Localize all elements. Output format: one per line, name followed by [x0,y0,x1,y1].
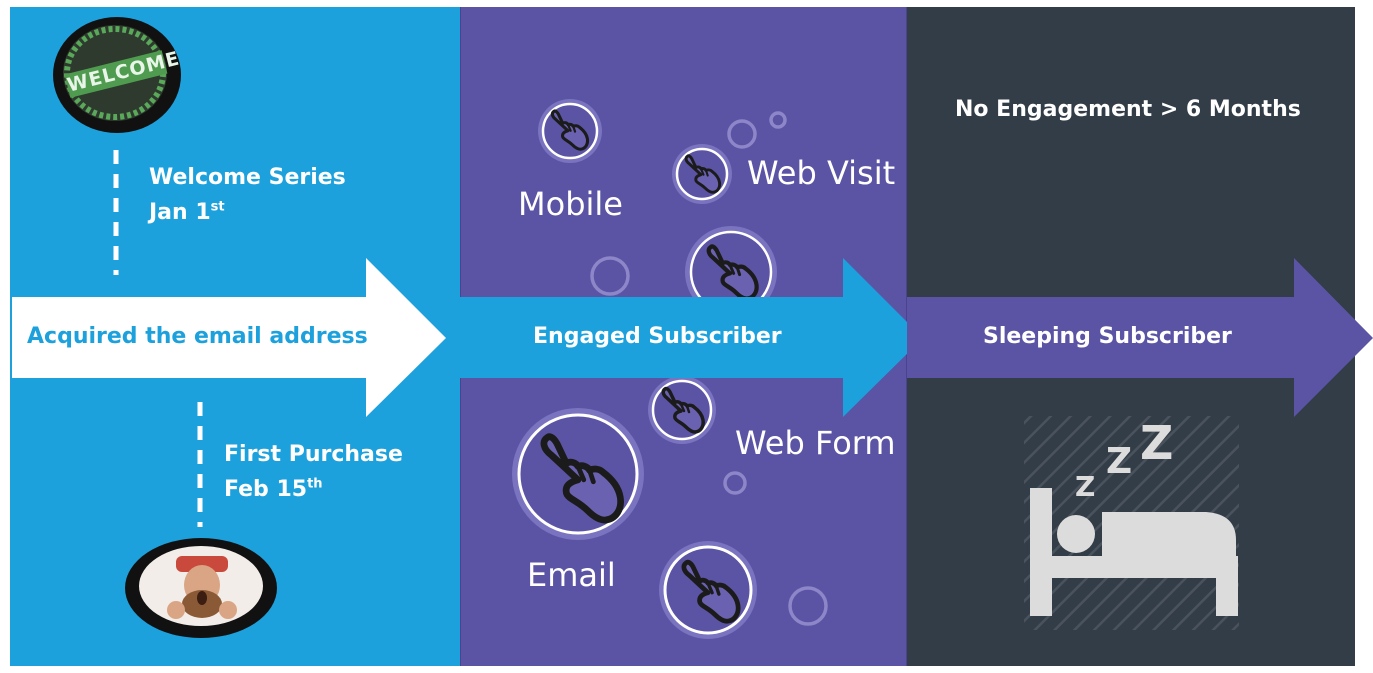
engaged-arrow [460,258,923,417]
acquired-arrow [12,258,446,417]
sleep-z-large: Z [1140,416,1174,470]
web-form-hand-icon [648,376,716,444]
no-engagement-note: No Engagement > 6 Months [955,97,1301,122]
email-secondary-hand-icon [659,541,757,639]
pointer-hand-icon [685,226,777,318]
acquired-stage-label: Acquired the email address [27,324,368,349]
sleep-z-medium: Z [1106,441,1133,482]
welcome-series-milestone: Welcome Series Jan 1st [149,160,346,230]
web-visit-hand-icon [672,144,732,204]
sleeping-bed-icon [1024,416,1239,630]
welcome-series-date: Jan 1st [149,199,225,225]
first-purchase-milestone: First Purchase Feb 15th [224,437,403,507]
sleeping-arrow [907,258,1373,417]
mobile-hand-icon [538,99,602,163]
engaged-stage-label: Engaged Subscriber [533,324,782,349]
channel-web-visit: Web Visit [747,154,896,192]
sleep-z-small: Z [1075,470,1096,503]
channel-mobile: Mobile [518,185,623,223]
customer-avatar [125,538,277,638]
sleeping-stage-label: Sleeping Subscriber [983,324,1232,349]
first-purchase-date: Feb 15th [224,476,323,502]
channel-email: Email [527,556,616,594]
welcome-series-title: Welcome Series [149,165,346,190]
channel-web-form: Web Form [735,424,896,462]
email-hand-icon [512,408,644,540]
first-purchase-title: First Purchase [224,442,403,467]
welcome-badge [53,17,181,133]
decorative-bubbles [590,111,828,626]
